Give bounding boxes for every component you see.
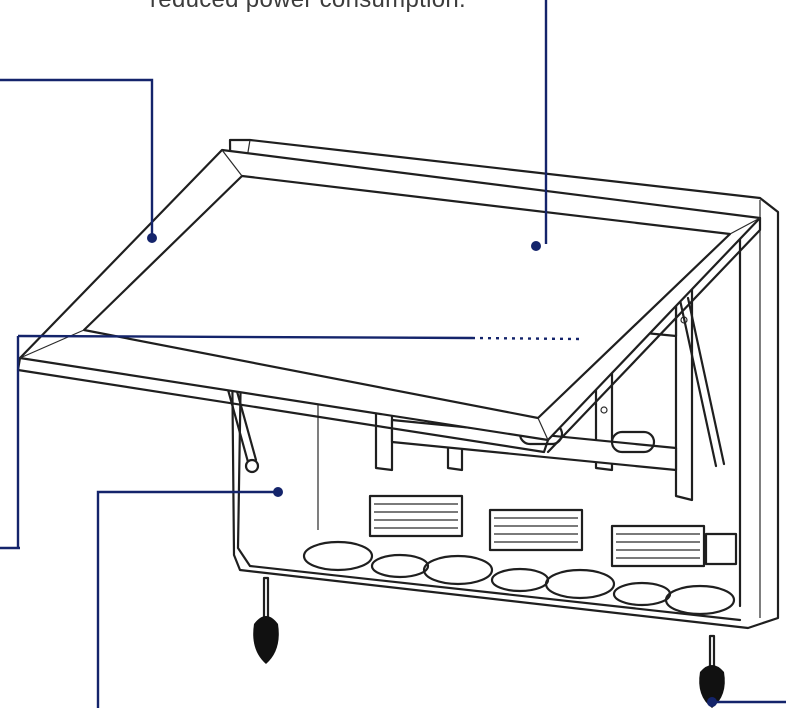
callout-dot-icon (531, 241, 541, 251)
caption-top: reduced power consumption. (150, 0, 570, 14)
callout-connector-line (17, 334, 473, 340)
key-locks (253, 576, 725, 708)
ventilation-units (302, 494, 738, 616)
callout-connector-dotted (471, 336, 581, 341)
callout-frame-line (0, 78, 154, 236)
callout-dot-icon (707, 697, 717, 707)
callout-dot-icon (147, 233, 157, 243)
callout-dots (147, 233, 717, 707)
callout-interior-line (96, 490, 276, 708)
callout-dot-icon (273, 487, 283, 497)
front-frame (16, 148, 762, 454)
